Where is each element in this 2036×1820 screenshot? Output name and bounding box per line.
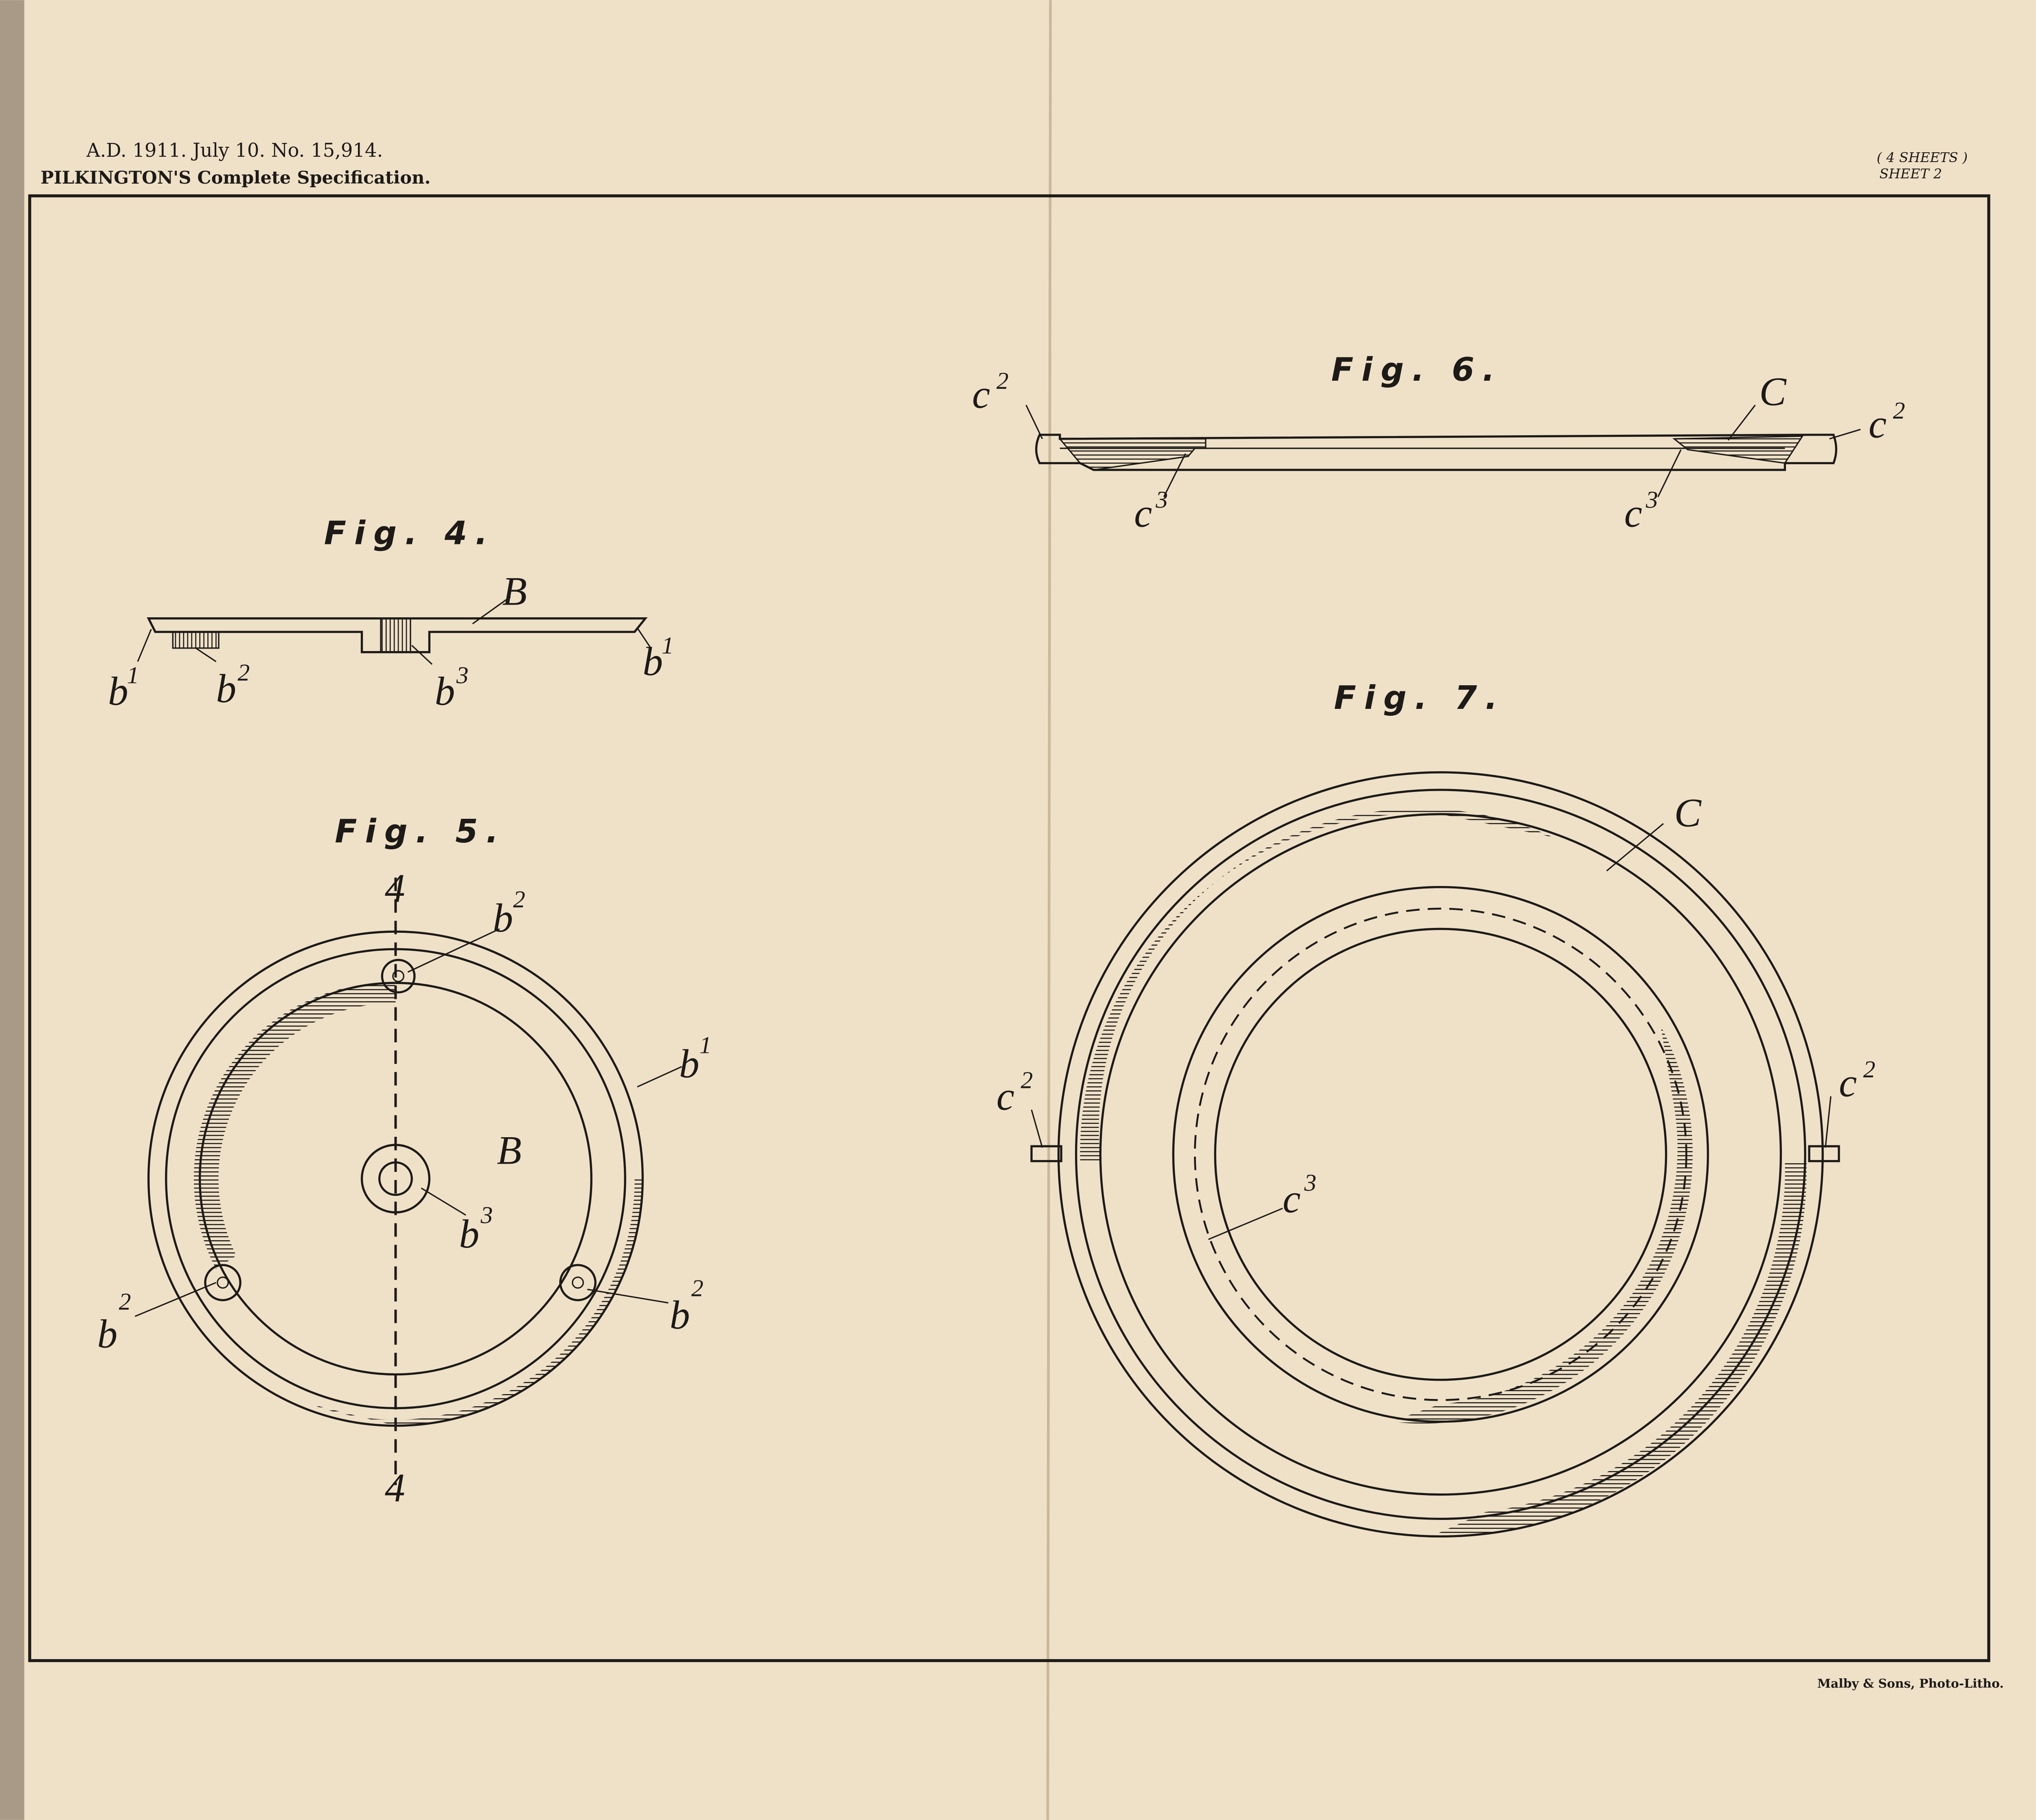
figure-6: Fig. 6. c 2 C c 2 c 3 c 3 [972,351,1905,535]
fig5-label-b2-top: b [493,895,513,941]
header-date-number: A.D. 1911. July 10. No. 15,914. [86,139,383,161]
fig4-label-b3-sup: 3 [456,662,469,689]
fig6-label-C: C [1759,369,1787,414]
fig6-label-c2-right: c [1869,401,1887,447]
figure-5: Fig. 5. 4 4 b 2 b 1 B b 3 b 2 b 2 [97,812,712,1510]
fig5-label-b2-top-sup: 2 [513,886,525,912]
fig4-label-b2-sup: 2 [238,659,250,686]
fig6-label-c2-left-sup: 2 [996,367,1009,394]
fig6-label-c3-right: c [1624,490,1642,535]
sheets-total: ( 4 SHEETS ) [1877,149,1968,165]
fig6-title: Fig. 6. [1331,351,1503,388]
fig7-label-c2-right-sup: 2 [1863,1056,1876,1083]
fig7-label-C: C [1674,790,1702,835]
fig5-label-b1-sup: 1 [700,1031,712,1058]
fig5-label-b1: b [679,1041,700,1086]
fig6-label-c2-left: c [972,372,990,417]
fig4-label-b1-left: b [108,669,128,714]
figure-7: Fig. 7. C c 2 c 2 c 3 [996,679,1876,1538]
fig4-label-b1-right: b [643,639,663,684]
fig7-label-c3: c [1283,1176,1301,1221]
fig5-label-b2-left-sup: 2 [119,1288,131,1315]
figure-4: Fig. 4. B b 1 b 2 b 3 b 1 [108,514,674,714]
fig5-label-B: B [497,1127,522,1173]
fig7-title: Fig. 7. [1334,679,1505,717]
binding-strip [0,0,24,1820]
fig4-label-b1-right-sup: 1 [662,632,674,659]
fig6-label-c2-right-sup: 2 [1893,397,1905,424]
fig6-label-c3-left: c [1134,490,1152,535]
fig4-title: Fig. 4. [324,514,496,552]
fig7-label-c3-sup: 3 [1304,1169,1316,1196]
header-specification: PILKINGTON'S Complete Specification. [40,168,430,188]
fig5-section-mark-top: 4 [385,866,405,911]
printer-credit: Malby & Sons, Photo-Litho. [1817,1677,2004,1691]
fig7-label-c2-left: c [996,1074,1014,1119]
fig7-label-c2-right: c [1839,1060,1857,1105]
fig5-section-mark-bottom: 4 [385,1465,405,1510]
fig4-label-b1-left-sup: 1 [127,662,139,689]
fig6-label-c3-right-sup: 3 [1645,486,1658,513]
fig4-label-B: B [502,569,527,614]
drawing-border [28,194,1990,1662]
center-fold [1046,0,1052,1820]
fig5-label-b3: b [459,1211,479,1256]
fig5-label-b3-sup: 3 [480,1202,493,1228]
fig4-label-b2: b [216,666,237,711]
fig7-label-c2-left-sup: 2 [1021,1067,1033,1094]
fig6-label-c3-left-sup: 3 [1155,486,1168,513]
fig5-label-b2-right: b [670,1292,690,1338]
fig5-label-b2-left: b [97,1311,118,1356]
sheet-number: SHEET 2 [1879,166,1942,182]
fig5-title: Fig. 5. [335,812,506,850]
fig4-label-b3: b [435,669,455,714]
fig5-label-b2-right-sup: 2 [691,1274,704,1301]
